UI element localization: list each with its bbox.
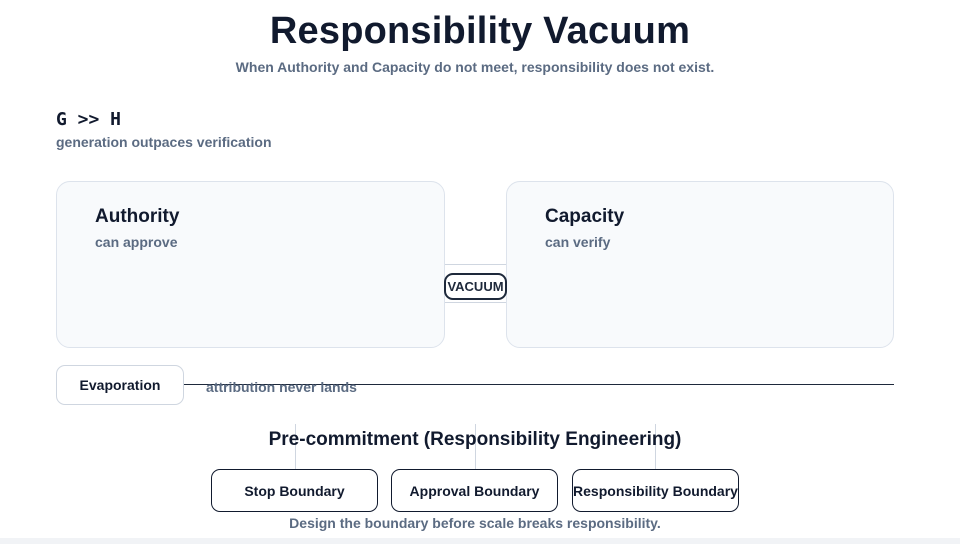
evaporation-line	[184, 384, 894, 385]
vacuum-label: VACUUM	[444, 273, 507, 300]
approval-boundary-node: Approval Boundary	[391, 469, 558, 512]
capacity-panel: Capacity can verify	[506, 181, 894, 348]
precommitment-title: Pre-commitment (Responsibility Engineeri…	[268, 429, 682, 450]
capacity-subtitle: can verify	[545, 234, 611, 250]
authority-title: Authority	[95, 206, 180, 227]
authority-panel: Authority can approve	[56, 181, 445, 348]
connector-stop	[295, 424, 296, 469]
page-title: Responsibility Vacuum	[269, 10, 691, 52]
footer-note: Design the boundary before scale breaks …	[289, 515, 661, 531]
responsibility-boundary-node: Responsibility Boundary	[572, 469, 739, 512]
authority-subtitle: can approve	[95, 234, 178, 250]
formula-expression: G >> H	[56, 109, 122, 130]
evaporation-node: Evaporation	[56, 365, 184, 405]
page-subtitle: When Authority and Capacity do not meet,…	[235, 59, 715, 75]
capacity-title: Capacity	[545, 206, 625, 227]
vacuum-gap	[445, 264, 506, 303]
stop-boundary-node: Stop Boundary	[211, 469, 378, 512]
evaporation-caption: attribution never lands	[206, 379, 357, 395]
bottom-strip	[0, 538, 960, 544]
connector-approval	[475, 424, 476, 469]
connector-responsibility	[655, 424, 656, 469]
formula-caption: generation outpaces verification	[56, 134, 272, 150]
